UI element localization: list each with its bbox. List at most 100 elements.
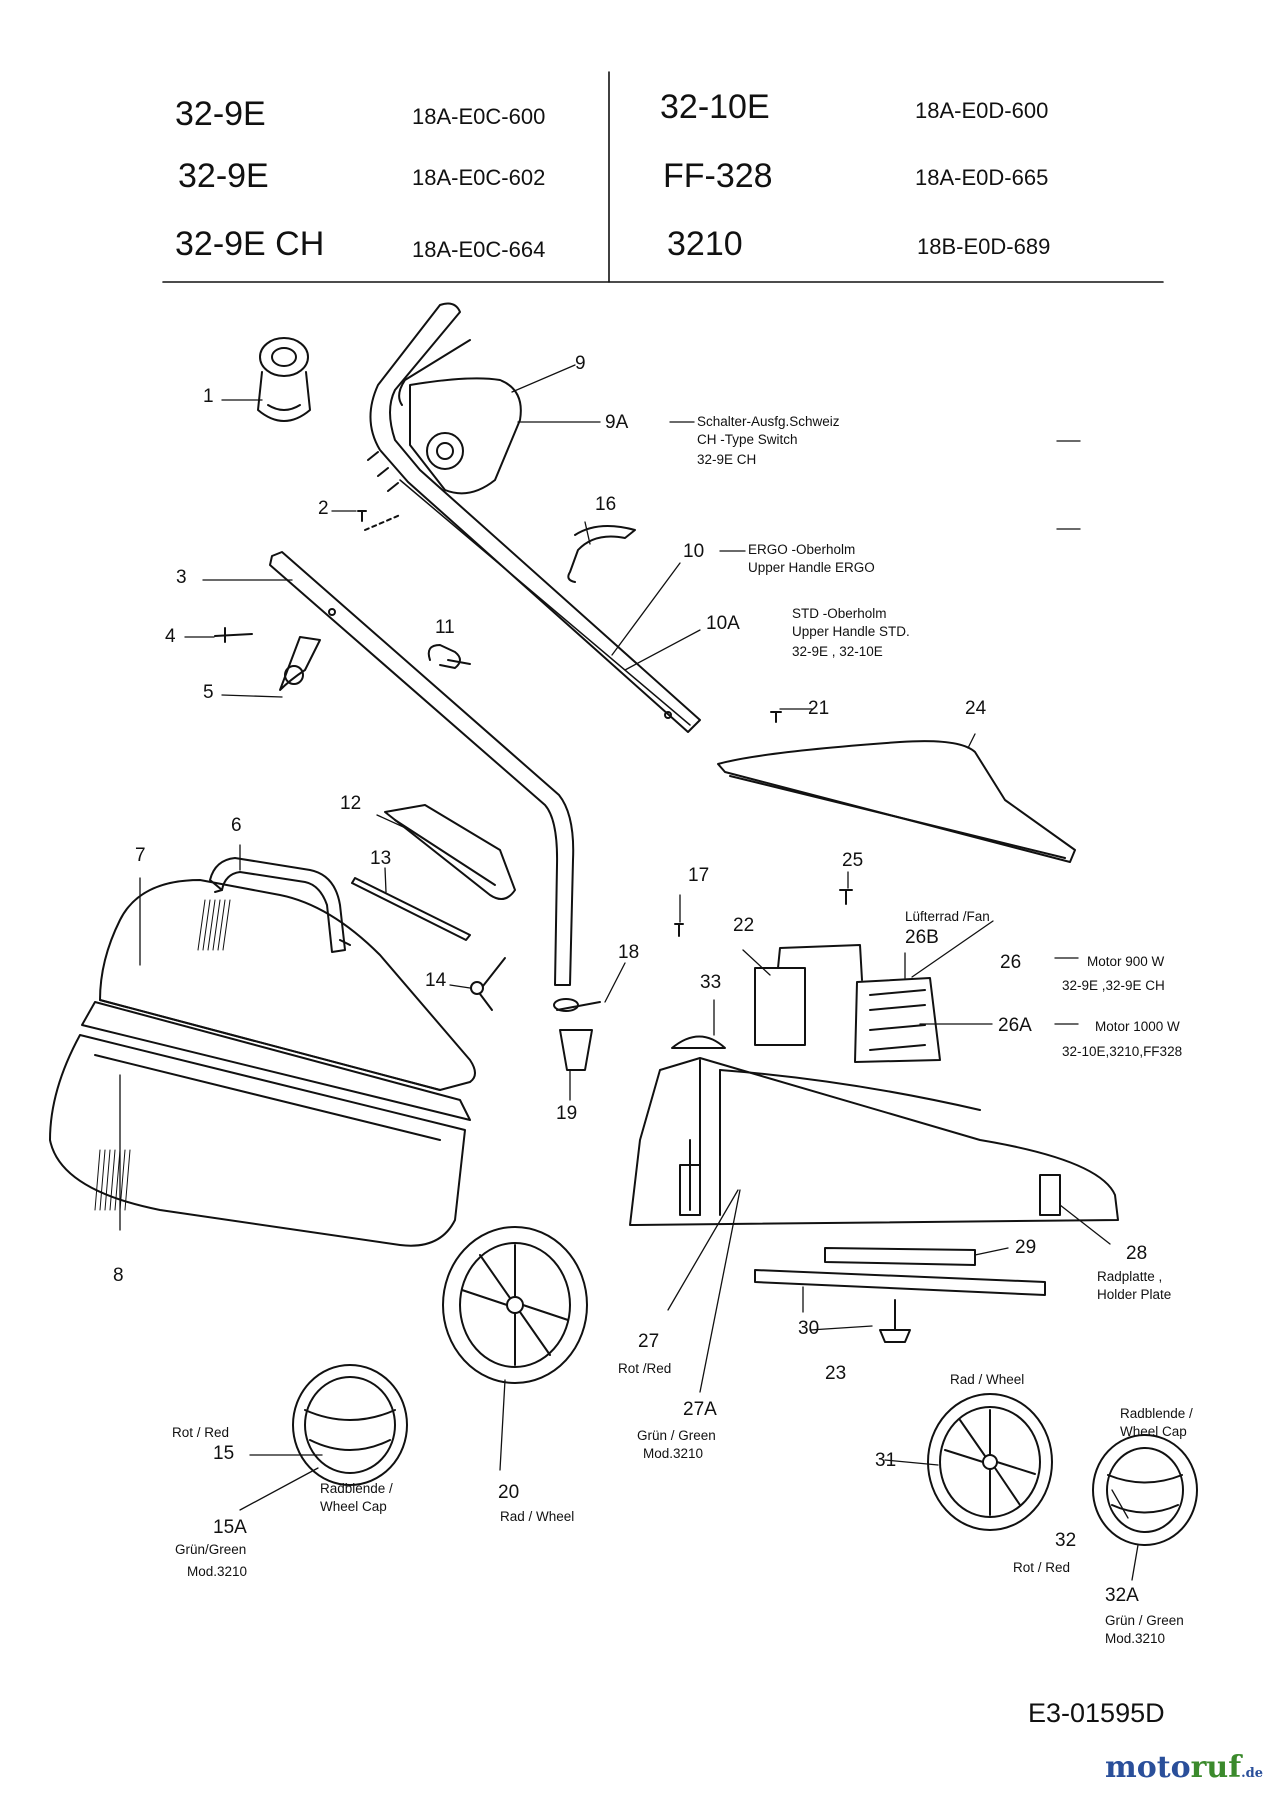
note-text: CH -Type Switch [697,432,798,447]
part-8-grip-ribs [94,1149,131,1211]
part-33-clamp [671,1035,726,1049]
model-name: 32-9E [175,95,266,133]
part-23-blade-bolt [879,1299,911,1343]
note-green-32A: Grün / Green Mod.3210 [1105,1612,1184,1648]
part-6-catcher-handle [209,857,351,953]
part-number: 5 [203,682,214,703]
part-number: 23 [825,1363,847,1384]
part-10-upper-handle [367,302,701,733]
note-text: Upper Handle STD. [792,624,910,639]
part-5-wing-nut [279,636,321,691]
note-text: Schalter-Ausfg.Schweiz [697,414,840,429]
part-number: 24 [965,698,987,719]
note-motor-900: Motor 900 W [1087,953,1164,971]
part-22-capacitor [754,944,863,1046]
part-2-screw [357,510,401,531]
note-text: Grün / Green [637,1428,716,1443]
model-name: 32-9E CH [175,225,325,263]
model-name: FF-328 [663,157,773,195]
part-number: 18 [618,942,640,963]
part-18-pin [553,998,601,1012]
part-15-wheel-cap [292,1364,408,1486]
part-number: 26A [998,1015,1032,1036]
part-1-strap-clip [257,337,311,422]
note-text: Motor 900 W [1087,954,1165,969]
logo-suffix: .de [1241,1766,1264,1781]
note-text: Grün / Green [1105,1613,1184,1628]
part-number: 21 [808,698,830,719]
part-number: 30 [798,1318,820,1339]
part-25-screw [839,889,853,905]
note-wheel-cap-32: Radblende / Wheel Cap [1120,1405,1193,1441]
part-24-cover [717,740,1076,863]
part-number: 11 [435,617,455,638]
part-16-clip [567,525,636,583]
part-number: 12 [340,793,362,814]
part-number: 2 [318,498,329,519]
part-11-cable-clip [427,644,471,669]
part-number: 31 [875,1450,897,1471]
part-number: 14 [425,970,447,991]
model-code: 18A-E0C-602 [412,165,546,190]
note-text: Radblende / [1120,1406,1193,1421]
note-text: Mod.3210 [1105,1631,1166,1646]
part-12-deflector [384,804,516,900]
note-10A: STD -Oberholm Upper Handle STD. 32-9E , … [792,605,910,661]
model-code: 18A-E0C-600 [412,104,546,129]
part-number: 7 [135,845,146,866]
part-29-fan [824,1247,976,1266]
part-number: 33 [700,972,722,993]
part-number: 22 [733,915,755,936]
part-number: 19 [556,1103,578,1124]
note-text: Radplatte , [1097,1269,1163,1284]
note-text: Grün/Green [175,1542,247,1557]
note-text: Mod.3210 [187,1564,248,1579]
part-20-wheel [442,1226,588,1384]
part-32-wheel-cap [1092,1434,1198,1546]
note-text: 32-9E , 32-10E [792,644,883,659]
part-3-lower-handle [269,551,575,986]
note-fan: Lüfterrad /Fan [905,909,990,924]
logo-text: ruf [1190,1750,1242,1785]
part-number: 32A [1105,1585,1139,1606]
part-13-rod [351,877,471,941]
part-number: 27 [638,1331,660,1352]
note-text: STD -Oberholm [792,606,887,621]
document-id: E3-01595D [1028,1698,1165,1728]
part-21-screw [770,711,782,723]
part-6-grip-ribs [197,899,231,951]
part-number: 15A [213,1517,247,1538]
part-19-plug [559,1029,593,1071]
model-code: 18A-E0C-664 [412,237,546,262]
part-number: 28 [1126,1243,1148,1264]
logo-text: moto [1105,1750,1191,1785]
note-red-32: Rot / Red [1013,1560,1071,1575]
model-name: 3210 [667,225,743,263]
note-motor-1000: Motor 1000 W [1095,1019,1180,1034]
note-10: ERGO -Oberholm Upper Handle ERGO [748,541,875,577]
model-code: 18A-E0D-600 [915,98,1049,123]
part-number: 15 [213,1443,235,1464]
part-31-wheel [927,1393,1053,1531]
model-table-lines [162,71,1164,283]
model-code: 18A-E0D-665 [915,165,1049,190]
part-number: 4 [165,626,176,647]
note-text: Upper Handle ERGO [748,560,875,575]
brand-logo[interactable]: motoruf.de [1105,1750,1263,1785]
note-text: 32-9E CH [697,452,757,467]
part-number: 26 [1000,952,1022,973]
note-text: Mod.3210 [643,1446,704,1461]
part-number: 32 [1055,1530,1077,1551]
part-4-bolt [214,627,253,643]
note-green-15A: Grün/Green Mod.3210 [175,1541,247,1581]
note-text: Wheel Cap [1120,1424,1187,1439]
part-number: 3 [176,567,187,588]
note-wheel-20: Rad / Wheel [500,1509,575,1524]
part-number: 16 [595,494,617,515]
note-text: Holder Plate [1097,1287,1172,1302]
leader-lines [119,364,1139,1581]
part-27-deck [629,1057,1119,1226]
part-number: 8 [113,1265,124,1286]
part-number: 6 [231,815,242,836]
